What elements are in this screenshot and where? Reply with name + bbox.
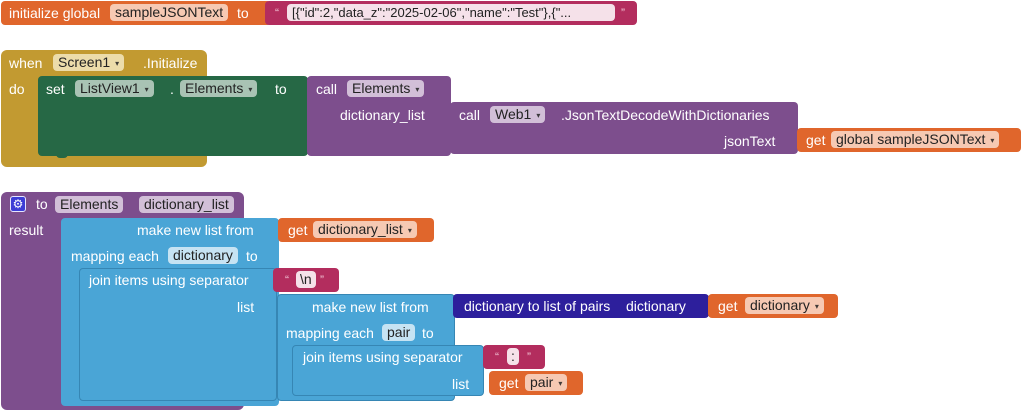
initialize-global-keyword: initialize global — [9, 5, 101, 21]
text-string-block[interactable]: “ [{"id":2,"data_z":"2025-02-06","name":… — [265, 1, 637, 25]
close-quote-icon: ” — [527, 350, 531, 364]
chevron-down-icon: ▾ — [407, 226, 412, 235]
procedure-name-field[interactable]: Elements — [55, 196, 124, 213]
elements-property-label: Elements — [185, 80, 244, 96]
join-items-label-1: join items using separator — [89, 272, 249, 288]
pair-var-label: pair — [530, 374, 554, 390]
screen1-label: Screen1 — [58, 54, 111, 70]
loop-var-pair-field[interactable]: pair — [382, 324, 416, 341]
global-var-dropdown[interactable]: global sampleJSONText ▾ — [831, 131, 1000, 148]
screen1-dropdown[interactable]: Screen1 ▾ — [53, 54, 125, 71]
open-quote-icon: “ — [285, 273, 289, 287]
web1-label: Web1 — [495, 106, 532, 122]
join-items-inner-block[interactable]: join items using separator list — [292, 345, 484, 396]
json-decode-method-label: .JsonTextDecodeWithDictionaries — [561, 107, 770, 123]
dot-separator: . — [170, 81, 174, 97]
dictionary-list-arg-label: dictionary_list — [340, 107, 425, 123]
dictionary-list-var-dropdown[interactable]: dictionary_list ▾ — [313, 221, 417, 238]
do-keyword: do — [9, 81, 25, 97]
set-block-bottom-notch — [56, 152, 68, 158]
dictionary-var-label: dictionary — [750, 297, 810, 313]
web1-dropdown[interactable]: Web1 ▾ — [490, 106, 546, 123]
chevron-down-icon: ▾ — [144, 85, 149, 94]
get-pair-block[interactable]: get pair ▾ — [489, 371, 583, 395]
json-text-value: [{"id":2,"data_z":"2025-02-06","name":"T… — [292, 5, 572, 20]
parameter-dictionary-list-field[interactable]: dictionary_list — [139, 196, 234, 213]
get-global-sample-json-block[interactable]: get global sampleJSONText ▾ — [797, 128, 1021, 152]
list-label-2: list — [452, 376, 470, 392]
proc-to-keyword: to — [36, 196, 48, 212]
json-text-arg-label: jsonText — [724, 133, 776, 149]
loop-var-dictionary-field[interactable]: dictionary — [168, 247, 238, 264]
chevron-down-icon: ▾ — [415, 85, 420, 94]
call-web-keyword: call — [459, 107, 481, 123]
mapping-to-label-2: to — [422, 325, 434, 341]
close-quote-icon: ” — [320, 273, 324, 287]
elements-property-dropdown[interactable]: Elements ▾ — [180, 80, 258, 97]
mapping-each-label-1: mapping each — [71, 248, 159, 264]
get-keyword: get — [806, 132, 826, 148]
call-keyword: call — [316, 81, 338, 97]
dictionary-to-pairs-label: dictionary to list of pairs — [464, 298, 611, 314]
make-new-list-from-label-1: make new list from — [137, 222, 254, 238]
chevron-down-icon: ▾ — [990, 136, 995, 145]
colon-string-block[interactable]: “ : ” — [483, 345, 545, 369]
procedure-name-label: Elements — [352, 80, 411, 96]
dictionary-list-var-label: dictionary_list — [318, 221, 403, 237]
get-keyword-2: get — [718, 298, 738, 314]
dictionary-arg-label: dictionary — [626, 298, 686, 314]
global-var-label: global sampleJSONText — [836, 131, 986, 147]
chevron-down-icon: ▾ — [536, 111, 541, 120]
open-quote-icon: “ — [275, 6, 279, 20]
close-quote-icon: ” — [621, 6, 625, 20]
chevron-down-icon: ▾ — [558, 379, 563, 388]
join-items-outer-block[interactable]: join items using separator list — [79, 268, 277, 401]
web-json-decode-block[interactable]: call Web1 ▾ .JsonTextDecodeWithDictionari… — [450, 102, 798, 154]
chevron-down-icon: ▾ — [814, 302, 819, 311]
chevron-down-icon: ▾ — [115, 59, 120, 68]
when-keyword: when — [9, 55, 43, 71]
colon-separator-field[interactable]: : — [507, 348, 519, 365]
initialize-global-block[interactable]: initialize global sampleJSONText to — [1, 1, 271, 25]
newline-separator-field[interactable]: \n — [296, 271, 316, 288]
make-new-list-from-label-2: make new list from — [312, 299, 429, 315]
pair-var-dropdown[interactable]: pair ▾ — [525, 374, 568, 391]
dictionary-to-pairs-block[interactable]: dictionary to list of pairs dictionary — [453, 294, 709, 318]
to-label: to — [237, 5, 249, 21]
get-dictionary-block[interactable]: get dictionary ▾ — [708, 294, 838, 318]
mapping-to-label-1: to — [246, 248, 258, 264]
json-text-value-field[interactable]: [{"id":2,"data_z":"2025-02-06","name":"T… — [287, 4, 615, 21]
mapping-each-label-2: mapping each — [286, 325, 374, 341]
result-keyword: result — [9, 222, 44, 238]
listview1-label: ListView1 — [80, 80, 140, 96]
open-quote-icon: “ — [495, 350, 499, 364]
global-variable-name-field[interactable]: sampleJSONText — [110, 4, 229, 21]
list-label-1: list — [237, 299, 255, 315]
chevron-down-icon: ▾ — [248, 85, 253, 94]
get-keyword-3: get — [499, 375, 519, 391]
get-dictionary-list-block[interactable]: get dictionary_list ▾ — [278, 218, 434, 242]
set-to-label: to — [275, 81, 287, 97]
join-items-label-2: join items using separator — [303, 349, 463, 365]
initialize-event-label: .Initialize — [143, 55, 198, 71]
call-elements-procedure-block[interactable]: call Elements ▾ dictionary_list — [307, 76, 451, 156]
dictionary-var-dropdown[interactable]: dictionary ▾ — [745, 297, 824, 314]
set-keyword: set — [46, 81, 65, 97]
gear-icon[interactable]: ⚙ — [10, 196, 26, 212]
set-listview-elements-block[interactable]: set ListView1 ▾ . Elements ▾ to — [38, 76, 308, 156]
get-keyword-1: get — [288, 222, 308, 238]
listview1-dropdown[interactable]: ListView1 ▾ — [75, 80, 154, 97]
newline-string-block[interactable]: “ \n ” — [273, 268, 339, 292]
procedure-name-dropdown[interactable]: Elements ▾ — [347, 80, 425, 97]
